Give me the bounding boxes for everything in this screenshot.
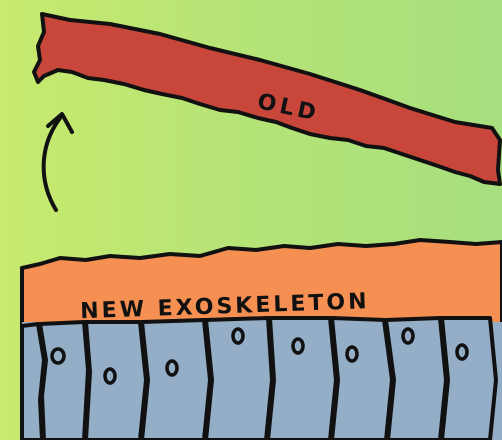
epidermal-cell-layer [22,318,502,440]
cell [386,318,446,440]
nucleus [347,347,357,361]
epidermal-cells [22,318,496,440]
nucleus [293,339,303,353]
nucleus [457,345,467,359]
old-exoskeleton: OLD [34,14,500,184]
cell [142,320,210,440]
nucleus [105,369,115,383]
curved-up-arrow-icon [44,114,72,210]
nucleus [233,329,243,343]
cell [86,322,146,440]
nucleus [167,361,177,375]
cell [442,318,496,440]
nucleus [403,329,413,343]
cell [22,324,44,440]
cell [40,322,88,440]
cell [268,318,336,440]
nucleus [52,349,64,363]
cell [332,318,392,440]
